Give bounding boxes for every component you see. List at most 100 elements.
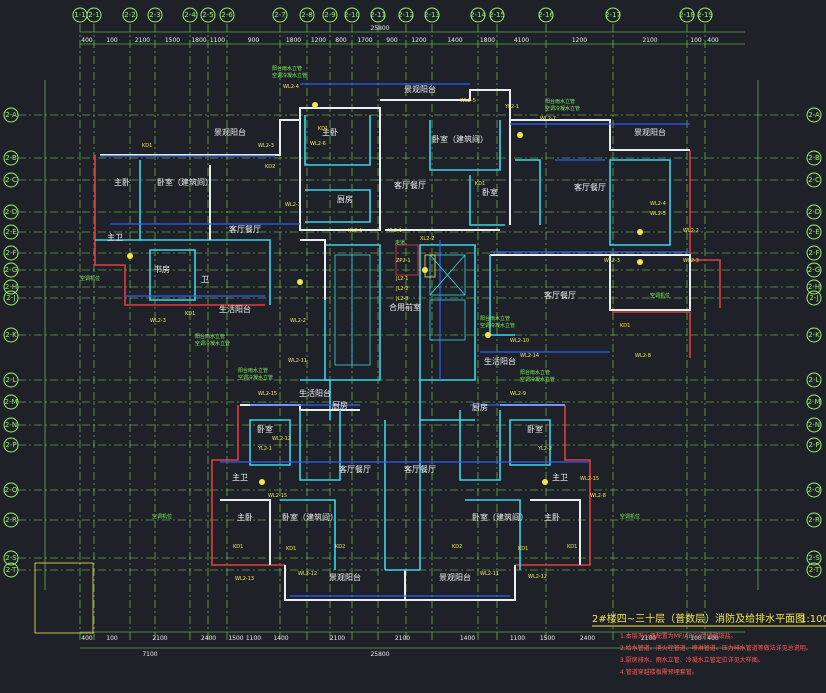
- room-label: 生活阳台: [299, 388, 331, 398]
- grid-bubble-top: 2-1: [86, 7, 102, 23]
- grid-bubble-left: 2-F: [3, 245, 19, 261]
- grid-bubble-right: 2-A: [806, 107, 822, 123]
- svg-text:2-B: 2-B: [808, 154, 820, 162]
- grid-bubble-right: 2-F: [806, 245, 822, 261]
- pipe-tag: WL2-14: [520, 353, 539, 359]
- pipe-tag: WL2-15: [268, 493, 287, 499]
- dim-text: 1700: [357, 37, 372, 44]
- room-label: 主卧: [322, 127, 338, 137]
- equipment-note: 空调冷凝水立管: [195, 340, 230, 347]
- svg-text:2-S: 2-S: [808, 554, 820, 562]
- grid-bubble-right: 2-L: [806, 372, 822, 388]
- svg-text:2-H: 2-H: [808, 283, 820, 291]
- equipment-note: 空调冷凝水立管: [520, 376, 555, 383]
- dim-text: 1100: [210, 37, 225, 44]
- svg-text:2-M: 2-M: [807, 398, 820, 406]
- pipe-tag: WL2-15: [580, 476, 599, 482]
- room-label: 合用前室: [389, 302, 421, 312]
- room-label: 卧室（建筑间）: [282, 512, 338, 522]
- room-label: 景观阳台: [329, 572, 361, 582]
- room-labels: 景观阳台景观阳台景观阳台卧室（建筑间）主卧主卧卧室（建筑间）卧室客厅餐厅客厅餐厅…: [107, 84, 666, 582]
- grid-bubble-left: 2-T: [3, 562, 19, 578]
- dim-text: 2400: [201, 635, 216, 642]
- dim-text: 1800: [191, 37, 206, 44]
- viewport-frame: [34, 562, 94, 634]
- pipe-tag: WL2-6: [310, 141, 326, 147]
- dim-text: 1400: [460, 635, 475, 642]
- room-label: 客厅餐厅: [339, 464, 371, 474]
- equipment-note: 空调机位: [80, 275, 100, 282]
- svg-text:2-M: 2-M: [4, 398, 17, 406]
- svg-text:2-S: 2-S: [5, 554, 17, 562]
- note-line: 4.管道穿越楼板需预埋套管。: [620, 668, 698, 676]
- dim-text: 1800: [286, 37, 301, 44]
- svg-text:2-C: 2-C: [5, 176, 17, 184]
- grid-bubble-right: 2-E: [806, 224, 822, 240]
- room-label: 主卫: [552, 472, 568, 482]
- svg-text:2-5: 2-5: [202, 11, 213, 19]
- pipe-tag: WL2-12: [298, 571, 317, 577]
- room-label: 景观阳台: [634, 127, 666, 137]
- grid-bubble-top: 2-18: [679, 7, 695, 23]
- svg-text:2-G: 2-G: [5, 266, 18, 274]
- room-label: 景观阳台: [404, 84, 436, 94]
- pipe-tag: WL2-12: [528, 574, 547, 580]
- room-label: 厨房: [332, 400, 348, 410]
- svg-text:2-R: 2-R: [808, 516, 820, 524]
- grid-bubble-right: 2-P: [806, 437, 822, 453]
- grid-bubble-top: 2-8: [299, 7, 315, 23]
- svg-text:2-Q: 2-Q: [5, 486, 18, 494]
- pipe-tag: WL2-2: [290, 318, 306, 324]
- dim-text: 400: [81, 37, 93, 44]
- pipe-tag: WL2-9: [510, 391, 526, 397]
- pipe-tag: YL2-1: [257, 446, 272, 452]
- pipe-tag: WL2-3: [683, 258, 699, 264]
- dim-text: 900: [386, 37, 398, 44]
- grid-bubble-top: 2-7: [272, 7, 288, 23]
- grid-bubble-right: 2-N: [806, 417, 822, 433]
- dim-text: 2100: [152, 635, 167, 642]
- grid-bubble-right: 2-T: [806, 562, 822, 578]
- grid-bubble-left: 2-L: [3, 372, 19, 388]
- pipe-tag: WL2-3: [150, 318, 166, 324]
- dim-text: 1200: [311, 37, 326, 44]
- stair-label: 走道: [395, 239, 405, 246]
- grid-bubble-top: 2-16: [538, 7, 554, 23]
- dim-text: 400: [81, 635, 93, 642]
- dim-text: 1100: [510, 635, 525, 642]
- room-label: 主卧: [114, 177, 130, 187]
- svg-text:2-14: 2-14: [470, 11, 486, 19]
- grid-bubble-top: 2-9: [322, 7, 338, 23]
- room-label: 景观阳台: [214, 127, 246, 137]
- dim-text: 400: [707, 635, 719, 642]
- svg-text:2-A: 2-A: [5, 111, 17, 119]
- drawing-title: 2#楼四~三十层（普数层）消防及给排水平面图: [592, 612, 805, 625]
- svg-text:2-1: 2-1: [88, 11, 99, 19]
- svg-text:2-18: 2-18: [679, 11, 695, 19]
- room-label: 卧室（建筑间）: [157, 177, 213, 187]
- dim-text: 2100: [395, 635, 410, 642]
- svg-text:2-P: 2-P: [5, 441, 16, 449]
- equipment-note: 空调机位: [152, 513, 172, 520]
- equipment-note: 阳台雨水立管: [545, 98, 575, 105]
- svg-text:2-P: 2-P: [808, 441, 819, 449]
- dim-text: 1100: [246, 635, 261, 642]
- dim-text: 2100: [330, 635, 345, 642]
- svg-text:2-4: 2-4: [184, 11, 196, 19]
- note-line: 3.厨房排水、雨水立管、冷凝水立管定位详见大样图。: [620, 656, 764, 664]
- dim-text: 2100: [642, 37, 657, 44]
- pipe-tag: WL2-11: [288, 358, 307, 364]
- room-label: 厨房: [472, 402, 488, 412]
- svg-text:2-B: 2-B: [5, 154, 17, 162]
- drawing-scale: 1:100: [800, 614, 826, 625]
- svg-text:2-15: 2-15: [489, 11, 505, 19]
- room-label: 客厅餐厅: [404, 464, 436, 474]
- grid-bubble-left: 2-D: [3, 204, 19, 220]
- pipe-tag: WL2-15: [258, 391, 277, 397]
- dim-text: 1200: [411, 37, 426, 44]
- dim-text: 1200: [572, 37, 587, 44]
- room-label: 卧室: [527, 424, 543, 434]
- dim-text: 800: [335, 37, 347, 44]
- pipe-tag: WL2-1: [285, 202, 301, 208]
